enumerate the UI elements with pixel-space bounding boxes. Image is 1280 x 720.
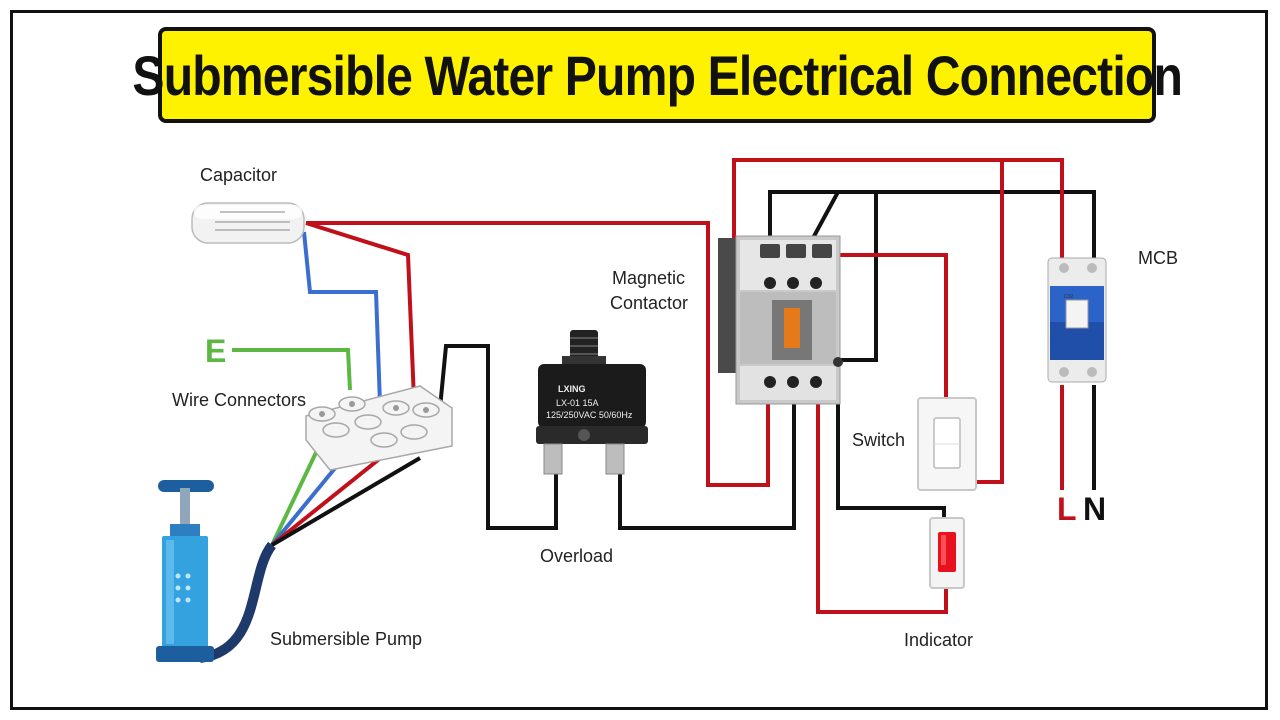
- wire-connectors: [305, 385, 453, 471]
- indicator-label: Indicator: [904, 630, 973, 650]
- pump-wire-black: [270, 456, 422, 547]
- wire-contactor-indicator: [836, 362, 946, 520]
- neutral-label: N: [1083, 491, 1106, 527]
- wire-contactor-indicator-red: [816, 385, 948, 614]
- pump-wire-red: [270, 450, 390, 547]
- indicator-lamp: [929, 517, 965, 589]
- submersible-pump: [156, 480, 214, 662]
- live-label: L: [1057, 491, 1077, 527]
- earth-label: E: [205, 333, 226, 369]
- wire-contactor-switch-black: [836, 192, 878, 362]
- magnetic-contactor: [718, 235, 843, 405]
- wires: [199, 158, 1096, 663]
- overload-brand: LXING: [558, 384, 586, 394]
- magnetic-contactor-label-2: Contactor: [610, 293, 688, 313]
- magnetic-contactor-label-1: Magnetic: [612, 268, 685, 288]
- overload-rating: 125/250VAC 50/60Hz: [546, 410, 633, 420]
- diagram-frame: [10, 10, 1268, 710]
- mcb: [1047, 257, 1107, 383]
- overload-breaker: [536, 330, 648, 475]
- wire-contactor-switch-red: [796, 253, 948, 398]
- submersible-pump-label: Submersible Pump: [270, 629, 422, 649]
- mcb-rating: C32: [1064, 294, 1073, 300]
- mcb-label: MCB: [1138, 248, 1178, 268]
- overload-model: LX-01 15A: [556, 398, 599, 408]
- capacitor: [191, 202, 305, 244]
- wire-connector-overload: [438, 344, 558, 530]
- wire-capacitor-blue: [302, 231, 382, 405]
- pump-wire-green: [270, 439, 324, 546]
- switch-label: Switch: [852, 430, 905, 450]
- title-banner: Submersible Water Pump Electrical Connec…: [132, 27, 1183, 123]
- wire-connectors-label: Wire Connectors: [172, 390, 306, 410]
- wire-overload-contactor: [618, 385, 796, 530]
- wire-capacitor-contactor: [306, 221, 770, 487]
- capacitor-label: Capacitor: [200, 165, 277, 185]
- wire-capacitor-connector: [305, 221, 416, 401]
- wire-neutral-mcb: [768, 190, 1096, 270]
- pump-cable: [199, 541, 277, 663]
- overload-label: Overload: [540, 546, 613, 566]
- wire-earth: [232, 348, 352, 391]
- page-title: Submersible Water Pump Electrical Connec…: [132, 43, 1182, 107]
- wall-switch: [917, 397, 977, 491]
